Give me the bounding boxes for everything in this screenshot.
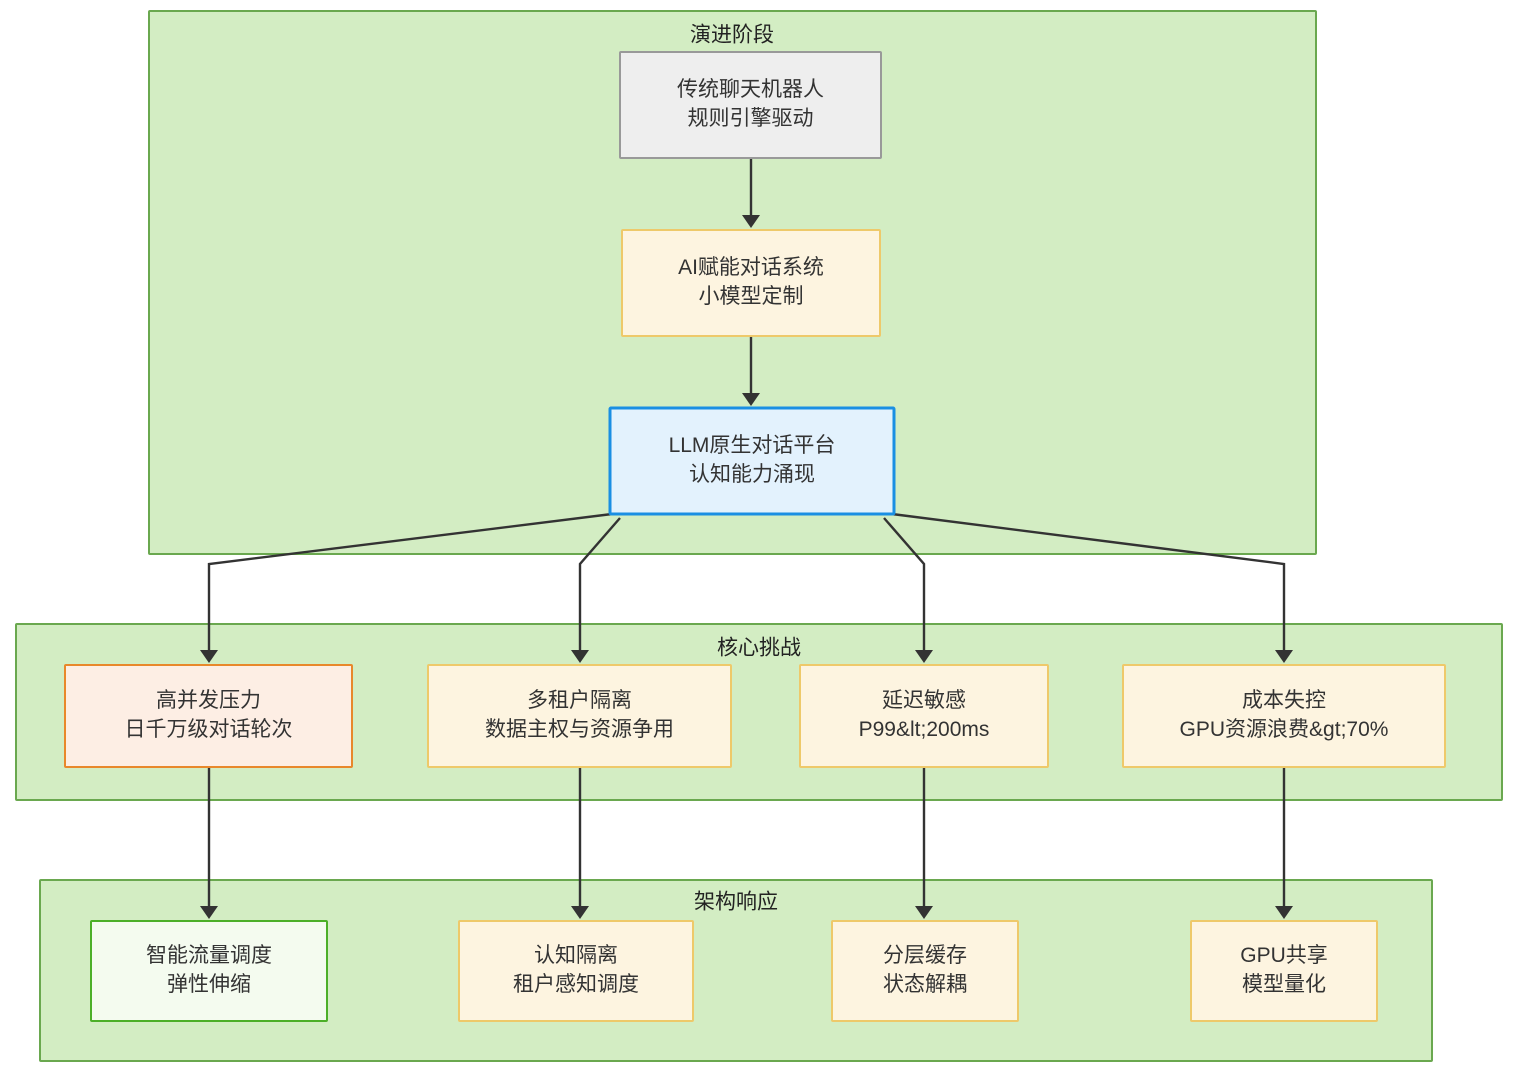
node-label-latency-sensitive-line-2: P99&lt;200ms — [859, 718, 990, 741]
node-box-cognitive-isolation[interactable] — [458, 920, 694, 1022]
node-box-llm-native-platform[interactable] — [608, 406, 896, 516]
node-label-legacy-chatbot-line-1: 传统聊天机器人 — [677, 78, 824, 101]
node-label-llm-native-platform-line-2: 认知能力涌现 — [689, 463, 815, 486]
node-label-cognitive-isolation-line-2: 租户感知调度 — [513, 973, 639, 996]
node-label-smart-traffic-scheduling-line-1: 智能流量调度 — [146, 944, 272, 967]
arrowhead-head-ai-to-llm — [742, 393, 760, 406]
node-box-multi-tenant-isolation[interactable] — [427, 664, 732, 768]
node-label-latency-sensitive-line-1: 延迟敏感 — [882, 689, 966, 712]
edge-group — [200, 158, 1293, 919]
node-label-multi-tenant-isolation-line-2: 数据主权与资源争用 — [485, 718, 674, 741]
node-box-layered-cache[interactable] — [831, 920, 1019, 1022]
node-label-layered-cache-line-2: 状态解耦 — [883, 973, 967, 996]
edge-llm-to-concurrency — [207, 512, 613, 657]
arrowhead-head-latency-to-cache — [915, 906, 933, 919]
node-label-llm-native-platform-line-1: LLM原生对话平台 — [669, 434, 836, 457]
node-label-gpu-sharing-line-1: GPU共享 — [1240, 944, 1328, 967]
node-box-ai-dialog-system[interactable] — [621, 229, 881, 337]
arrowhead-head-llm-to-tenant — [571, 650, 589, 663]
node-label-multi-tenant-isolation-line-1: 多租户隔离 — [527, 689, 632, 712]
node-box-smart-traffic-scheduling[interactable] — [90, 920, 328, 1022]
arrowhead-head-llm-to-latency — [915, 650, 933, 663]
node-label-cost-out-of-control-line-1: 成本失控 — [1242, 689, 1326, 712]
node-label-smart-traffic-scheduling-line-2: 弹性伸缩 — [167, 973, 251, 996]
node-label-gpu-sharing-line-2: 模型量化 — [1242, 973, 1326, 996]
node-label-high-concurrency-line-1: 高并发压力 — [156, 689, 261, 712]
arrowhead-head-tenant-to-cognitive — [571, 906, 589, 919]
node-label-ai-dialog-system-line-1: AI赋能对话系统 — [678, 256, 824, 279]
cluster-background-responses — [39, 879, 1433, 1062]
node-label-legacy-chatbot-line-2: 规则引擎驱动 — [688, 107, 814, 130]
node-box-legacy-chatbot[interactable] — [619, 51, 882, 159]
node-label-cost-out-of-control-line-2: GPU资源浪费&gt;70% — [1180, 718, 1389, 741]
arrowhead-head-llm-to-cost — [1275, 650, 1293, 663]
node-label-high-concurrency-line-2: 日千万级对话轮次 — [125, 718, 293, 741]
node-box-high-concurrency[interactable] — [64, 664, 353, 768]
arrowhead-head-llm-to-concurrency — [200, 650, 218, 663]
arrowhead-head-cost-to-gpu — [1275, 906, 1293, 919]
edge-llm-to-cost — [891, 512, 1286, 657]
edge-llm-to-tenant — [578, 517, 621, 657]
cluster-responses: 架构响应 — [39, 879, 1433, 1062]
arrowhead-head-legacy-to-ai — [742, 215, 760, 228]
node-label-cognitive-isolation-line-1: 认知隔离 — [534, 944, 618, 967]
node-latency-sensitive[interactable]: 延迟敏感 P99&lt;200ms — [799, 664, 1049, 768]
node-cost-out-of-control[interactable]: 成本失控 GPU资源浪费&gt;70% — [1122, 664, 1446, 768]
node-label-ai-dialog-system-line-2: 小模型定制 — [699, 285, 804, 308]
cluster-title-responses: 架构响应 — [694, 891, 778, 914]
node-box-gpu-sharing[interactable] — [1190, 920, 1378, 1022]
node-label-layered-cache-line-1: 分层缓存 — [883, 944, 967, 967]
cluster-title-challenges: 核心挑战 — [717, 637, 801, 660]
node-box-cost-out-of-control[interactable] — [1122, 664, 1446, 768]
arrowhead-head-concurrency-to-traffic — [200, 906, 218, 919]
cluster-title-evolution: 演进阶段 — [690, 24, 774, 47]
node-box-latency-sensitive[interactable] — [799, 664, 1049, 768]
edge-llm-to-latency — [883, 517, 926, 657]
